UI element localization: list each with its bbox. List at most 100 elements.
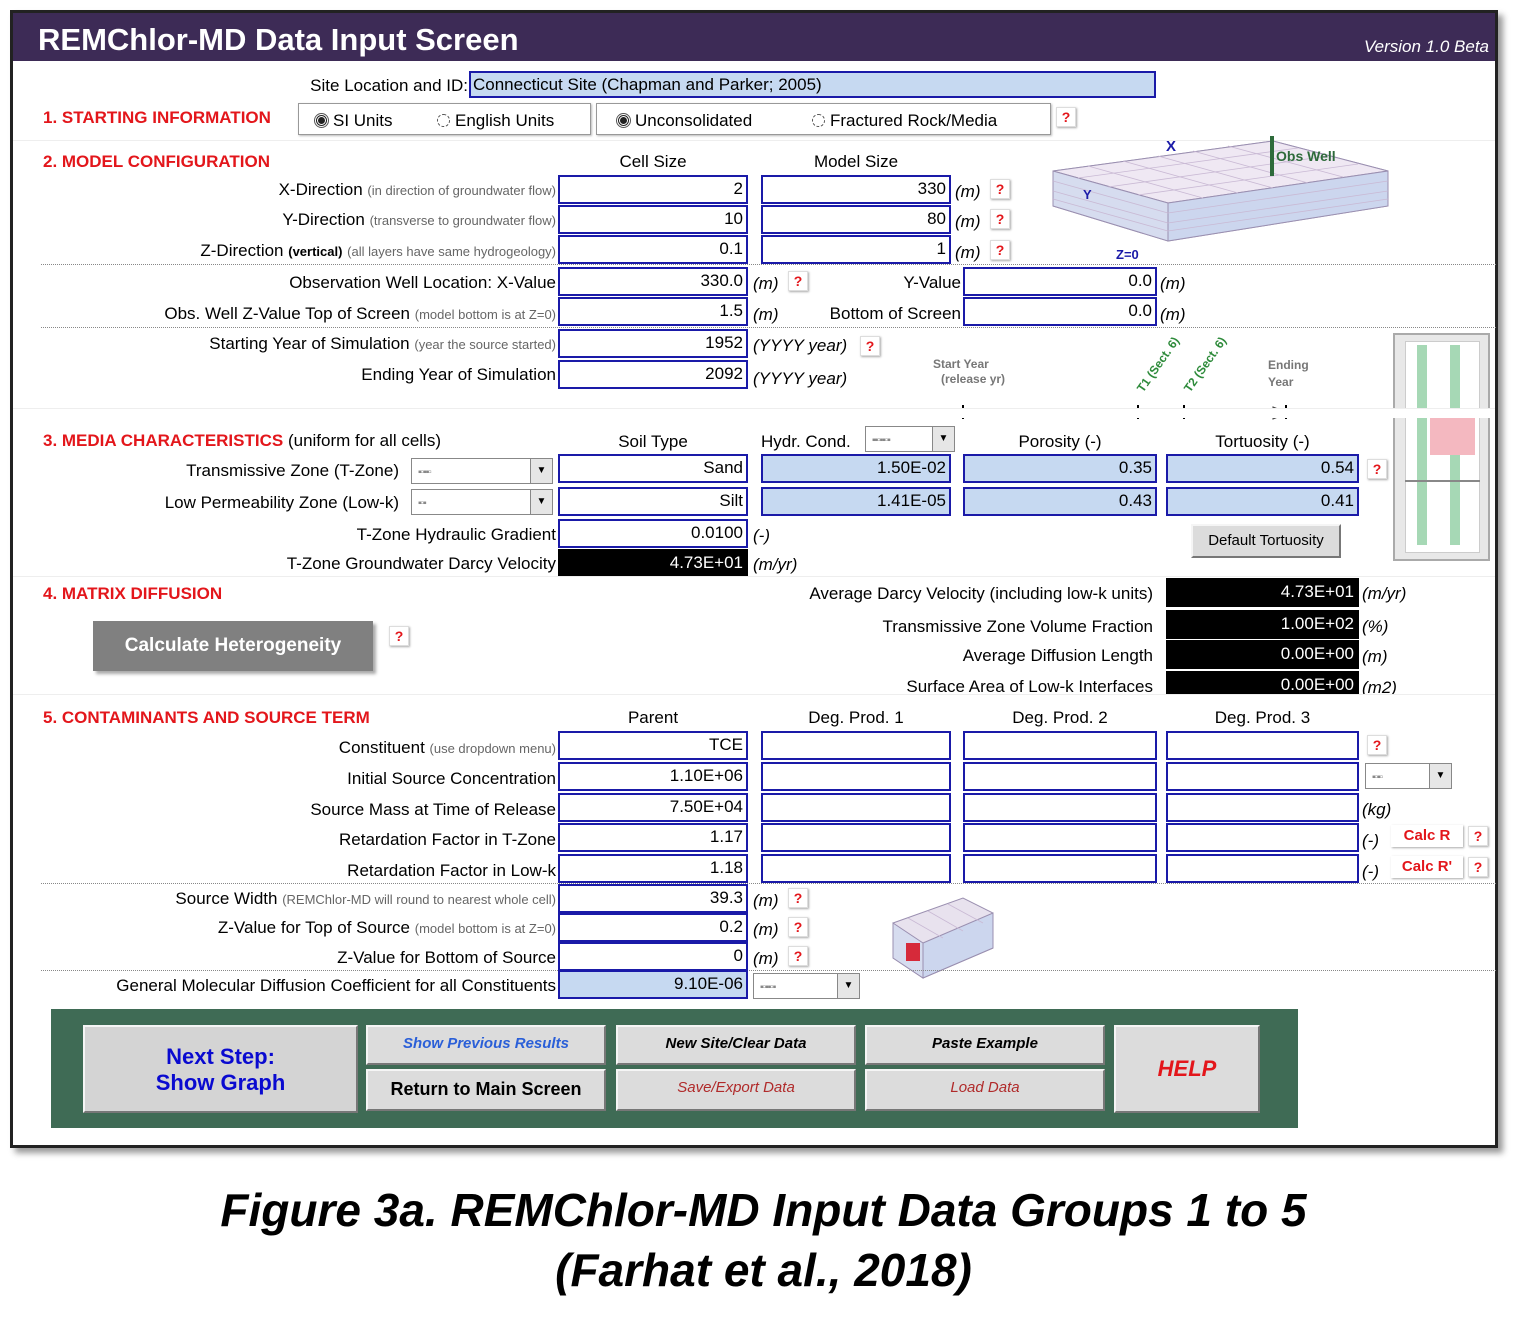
si-units-radio[interactable]: SI Units [315,111,393,131]
concentration-parent-input[interactable]: 1.10E+06 [558,762,748,791]
next-step-button[interactable]: Next Step: Show Graph [83,1025,358,1113]
next-step-line1: Next Step: [166,1044,275,1069]
source-mass-deg1-input[interactable] [761,793,951,822]
obs-z-input[interactable]: 1.5 [558,297,748,326]
save-export-button[interactable]: Save/Export Data [616,1069,856,1111]
retardation-low-k-deg3-input[interactable] [1166,854,1359,883]
unconsolidated-radio[interactable]: Unconsolidated [617,111,752,131]
concentration-unit-dropdown[interactable]: ▪▫▪▫▼ [1365,763,1452,789]
load-data-button[interactable]: Load Data [865,1069,1105,1111]
diffusion-coef-input[interactable]: 9.10E-06 [558,970,748,999]
unit-year: (YYYY year) [753,369,848,388]
t-zone-dropdown[interactable]: ▪▫▪▪▫▼ [411,458,553,484]
section-4-title: 4. MATRIX DIFFUSION [43,584,223,603]
bottom-screen-input[interactable]: 0.0 [963,297,1157,326]
t-zone-tortuosity-input[interactable]: 0.54 [1166,454,1359,483]
constituent-deg2-input[interactable] [963,731,1157,760]
english-units-radio[interactable]: English Units [437,111,554,131]
y-cell-size-input[interactable]: 10 [558,205,748,234]
help-calc-r-button[interactable]: ? [1468,826,1488,846]
help-z-bottom-button[interactable]: ? [788,946,808,966]
cross-section-image [1393,333,1490,561]
t-zone-porosity-input[interactable]: 0.35 [963,454,1157,483]
help-z-top-button[interactable]: ? [788,917,808,937]
show-previous-results-button[interactable]: Show Previous Results [366,1025,606,1065]
unit-m: (m) [1160,274,1186,293]
start-year-input[interactable]: 1952 [558,329,748,358]
unit-m: (m) [1160,305,1186,324]
help-start-year-button[interactable]: ? [860,336,880,356]
unconsolidated-label: Unconsolidated [635,111,753,130]
help-source-width-button[interactable]: ? [788,888,808,908]
mass-unit: (kg) [1362,800,1392,819]
soil-type-header: Soil Type [618,432,688,451]
constituent-deg1-input[interactable] [761,731,951,760]
help-constituent-button[interactable]: ? [1367,735,1387,755]
z-top-source-input[interactable]: 0.2 [558,913,748,942]
concentration-deg3-input[interactable] [1166,762,1359,791]
low-k-porosity-input[interactable]: 0.43 [963,487,1157,516]
source-mass-parent-input[interactable]: 7.50E+04 [558,793,748,822]
source-mass-label: Source Mass at Time of Release [310,800,556,819]
new-site-clear-button[interactable]: New Site/Clear Data [616,1025,856,1065]
retardation-low-k-parent-input[interactable]: 1.18 [558,854,748,883]
retardation-t-parent-input[interactable]: 1.17 [558,823,748,852]
retardation-low-k-deg1-input[interactable] [761,854,951,883]
help-x-button[interactable]: ? [990,179,1010,199]
gradient-input[interactable]: 0.0100 [558,519,748,548]
hydr-cond-unit-dropdown[interactable]: ▪▪▫▪▪▫▪▼ [865,426,955,452]
help-media-button[interactable]: ? [1367,459,1387,479]
default-tortuosity-button[interactable]: Default Tortuosity [1191,524,1341,558]
calc-r-prime-button[interactable]: Calc R' [1391,856,1463,878]
divider [41,264,1496,265]
obs-x-input[interactable]: 330.0 [558,267,748,296]
low-k-dropdown[interactable]: ▪▫▪▼ [411,489,553,515]
deg2-header: Deg. Prod. 2 [1012,708,1108,727]
help-obs-x-button[interactable]: ? [788,271,808,291]
concentration-deg2-input[interactable] [963,762,1157,791]
y-axis-label: Y [1083,187,1092,202]
obs-y-input[interactable]: 0.0 [963,267,1157,296]
section-divider [13,694,1495,704]
calc-r-button[interactable]: Calc R [1391,825,1463,847]
retardation-t-deg2-input[interactable] [963,823,1157,852]
diffusion-length-output: 0.00E+00 [1166,640,1359,669]
calculate-heterogeneity-button[interactable]: Calculate Heterogeneity [93,621,373,671]
concentration-label: Initial Source Concentration [347,769,556,788]
t-zone-soil-input[interactable]: Sand [558,454,748,483]
retardation-t-deg1-input[interactable] [761,823,951,852]
low-k-soil-input[interactable]: Silt [558,487,748,516]
y-model-size-input[interactable]: 80 [761,205,951,234]
return-main-screen-button[interactable]: Return to Main Screen [366,1069,606,1111]
retardation-low-k-deg2-input[interactable] [963,854,1157,883]
parent-header: Parent [627,708,679,727]
concentration-deg1-input[interactable] [761,762,951,791]
low-k-hc-input[interactable]: 1.41E-05 [761,487,951,516]
source-mass-deg3-input[interactable] [1166,793,1359,822]
z-bottom-source-input[interactable]: 0 [558,942,748,971]
x-model-size-input[interactable]: 330 [761,175,951,204]
low-k-tortuosity-input[interactable]: 0.41 [1166,487,1359,516]
source-width-input[interactable]: 39.3 [558,884,748,913]
z-cell-size-input[interactable]: 0.1 [558,235,748,264]
fractured-radio[interactable]: Fractured Rock/Media [812,111,997,131]
help-z-button[interactable]: ? [990,240,1010,260]
constituent-parent-input[interactable]: TCE [558,731,748,760]
end-year-input[interactable]: 2092 [558,360,748,389]
help-matrix-button[interactable]: ? [389,626,409,646]
help-calc-r-prime-button[interactable]: ? [1468,857,1488,877]
diffusion-unit-dropdown[interactable]: ▪▫▪▪▫▪▼ [753,973,860,999]
site-input[interactable]: Connecticut Site (Chapman and Parker; 20… [469,71,1156,98]
help-button[interactable]: HELP [1114,1025,1260,1113]
source-mass-deg2-input[interactable] [963,793,1157,822]
t-zone-hc-input[interactable]: 1.50E-02 [761,454,951,483]
help-s1-button[interactable]: ? [1056,107,1076,127]
paste-example-button[interactable]: Paste Example [865,1025,1105,1065]
navigation-panel: Next Step: Show Graph Show Previous Resu… [51,1009,1298,1128]
constituent-deg3-input[interactable] [1166,731,1359,760]
timeline-end-label: Ending [1268,358,1309,372]
retardation-t-deg3-input[interactable] [1166,823,1359,852]
x-cell-size-input[interactable]: 2 [558,175,748,204]
help-y-button[interactable]: ? [990,209,1010,229]
z-model-size-input[interactable]: 1 [761,235,951,264]
